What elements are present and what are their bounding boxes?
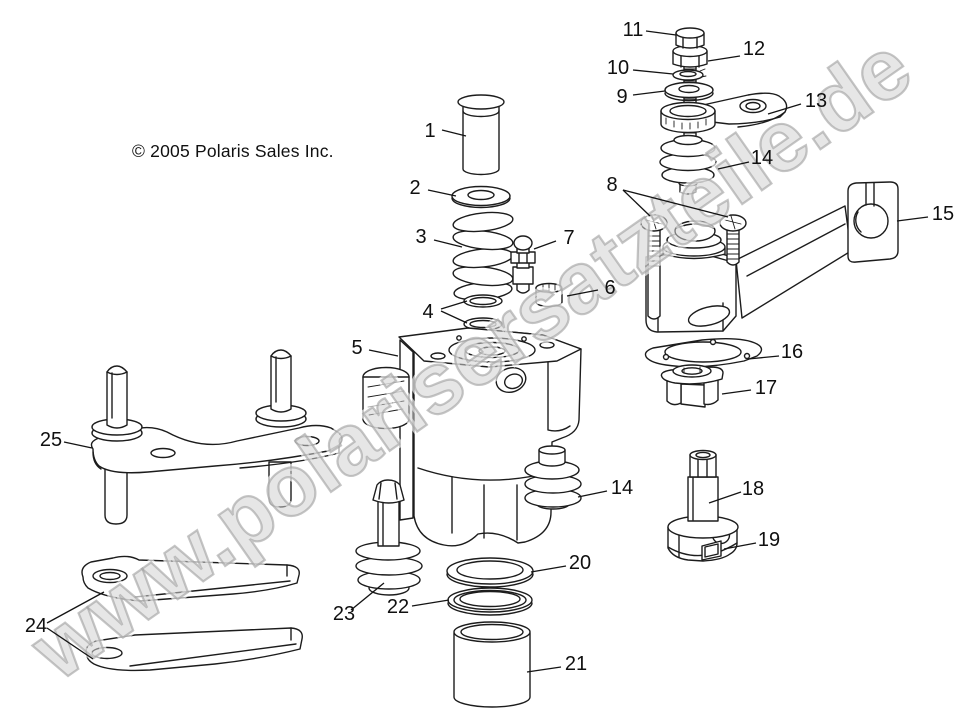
part-7-bleeder-screw	[510, 235, 536, 294]
leader-line-10-lock-washer	[632, 69, 674, 75]
leader-line-15-mount-bracket	[896, 216, 929, 222]
leader-line-5-caliper-body	[368, 349, 399, 357]
part-10-lock-washer	[672, 68, 707, 81]
callout-23-guide-pin-boot: 23	[332, 603, 356, 625]
callout-4-o-rings: 4	[422, 301, 434, 323]
callout-5-caliper-body: 5	[351, 337, 363, 359]
leader-line-4-o-rings	[440, 310, 468, 324]
leader-line-22-piston-seal	[411, 599, 450, 607]
callout-13-lever-arm: 13	[804, 90, 828, 112]
callout-17-anchor-clip: 17	[754, 377, 778, 399]
callout-12-nut: 12	[742, 38, 766, 60]
part-25-pad-mount-bracket	[90, 349, 343, 525]
callout-16-gasket: 16	[780, 341, 804, 363]
leader-line-4-o-rings	[440, 300, 468, 310]
leader-line-12-nut	[707, 55, 741, 62]
leader-line-14-boot-upper	[717, 161, 750, 170]
leader-line-25-pad-mount-bracket	[63, 441, 93, 449]
part-22-piston-seal	[447, 587, 533, 616]
part-15-mount-bracket	[645, 181, 899, 333]
leader-line-6-cap	[566, 289, 599, 297]
callout-25-pad-mount-bracket: 25	[39, 429, 63, 451]
copyright-notice: © 2005 Polaris Sales Inc.	[132, 141, 334, 161]
part-23-guide-pin-boot	[355, 479, 423, 596]
part-2-washer	[451, 185, 511, 209]
part-16-gasket	[644, 337, 763, 368]
part-21-piston	[453, 621, 531, 708]
part-17-anchor-clip	[660, 364, 724, 408]
leader-line-17-anchor-clip	[721, 389, 752, 395]
leader-line-1-mounting-pin	[441, 129, 467, 137]
callout-19-adjuster-base: 19	[757, 529, 781, 551]
part-3-coil-spring	[452, 211, 514, 301]
part-9-flat-washer	[664, 81, 714, 102]
leader-line-24-brake-pads	[46, 627, 94, 660]
leader-line-23-guide-pin-boot	[350, 582, 385, 611]
leader-line-7-bleeder-screw	[533, 240, 557, 250]
callout-9-flat-washer: 9	[616, 86, 628, 108]
callout-1-mounting-pin: 1	[424, 120, 436, 142]
callout-14-boot-lower: 14	[610, 477, 634, 499]
pivot-disc-stack	[660, 101, 716, 134]
leader-line-13-lever-arm	[767, 103, 802, 115]
callout-15-mount-bracket: 15	[931, 203, 955, 225]
leader-line-21-piston	[526, 666, 562, 673]
leader-line-20-o-ring-large	[530, 565, 567, 573]
callout-6-cap: 6	[604, 277, 616, 299]
part-20-o-ring-large	[446, 557, 534, 588]
leader-lines	[46, 30, 929, 673]
callout-8-screws: 8	[606, 174, 618, 196]
part-24-brake-pads	[81, 555, 303, 672]
callout-14-boot-upper: 14	[750, 147, 774, 169]
part-1-mounting-pin	[457, 94, 505, 176]
callout-24-brake-pads: 24	[24, 615, 48, 637]
callout-20-o-ring-large: 20	[568, 552, 592, 574]
callout-11-bolt: 11	[622, 19, 644, 41]
callout-3-coil-spring: 3	[415, 226, 427, 248]
leader-line-8-screws	[622, 189, 651, 217]
part-14-boot-lower	[524, 445, 582, 510]
callout-7-bleeder-screw: 7	[563, 227, 575, 249]
part-11-bolt	[675, 27, 705, 49]
leader-line-16-gasket	[747, 355, 780, 360]
part-4-o-rings	[463, 294, 503, 331]
line-art	[81, 27, 899, 708]
part-8-screws	[640, 214, 747, 320]
leader-line-11-bolt	[645, 30, 677, 36]
part-12-nut	[672, 44, 708, 68]
callout-2-washer: 2	[409, 177, 421, 199]
leader-line-24-brake-pads	[46, 591, 105, 624]
leader-line-18-adjuster-post	[708, 491, 742, 504]
part-18-adjuster-post	[667, 449, 739, 562]
leader-line-19-adjuster-base	[723, 542, 757, 550]
part-14-boot-upper	[659, 134, 717, 195]
callout-18-adjuster-post: 18	[741, 478, 765, 500]
callout-10-lock-washer: 10	[606, 57, 630, 79]
callout-21-piston: 21	[564, 653, 588, 675]
leader-line-3-coil-spring	[433, 239, 463, 248]
leader-line-14-boot-lower	[577, 490, 608, 498]
callout-22-piston-seal: 22	[386, 596, 410, 618]
leader-line-9-flat-washer	[632, 90, 666, 96]
leader-line-2-washer	[427, 189, 457, 197]
part-6-cap	[535, 282, 563, 308]
leader-line-8-screws	[622, 189, 729, 218]
